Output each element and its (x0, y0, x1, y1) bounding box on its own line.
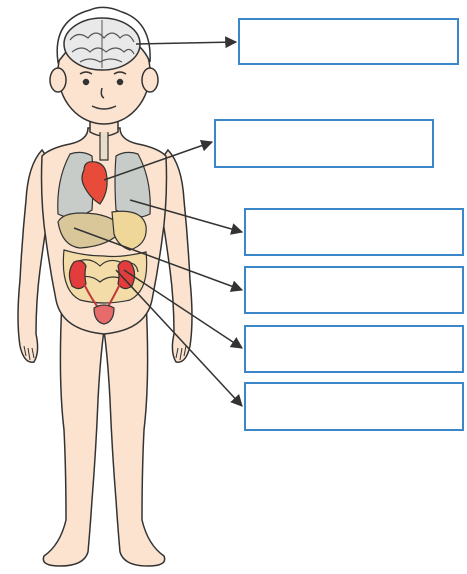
answer-box-1[interactable] (238, 18, 459, 65)
answer-box-6[interactable] (244, 382, 464, 431)
answer-box-3[interactable] (244, 208, 464, 256)
right-leg (104, 300, 165, 566)
answer-box-2[interactable] (214, 119, 434, 168)
trachea (100, 132, 108, 160)
arrow-to-label-1 (136, 42, 236, 44)
answer-box-5[interactable] (244, 325, 464, 373)
hands (24, 346, 186, 360)
brain (64, 18, 140, 70)
answer-box-4[interactable] (244, 266, 464, 314)
left-leg (43, 300, 104, 566)
right-ear (142, 68, 158, 92)
left-ear (50, 68, 66, 92)
